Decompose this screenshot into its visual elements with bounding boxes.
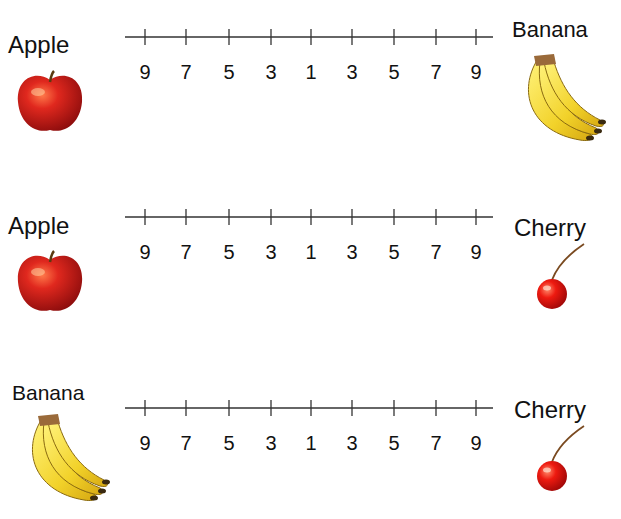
scale-number: 1 <box>305 61 316 83</box>
scale-number: 5 <box>223 61 234 83</box>
scale-number: 7 <box>430 61 441 83</box>
rating-scale <box>125 209 493 225</box>
fruit-label: Banana <box>12 381 84 404</box>
scale-number: 5 <box>388 241 399 263</box>
scale-number: 9 <box>470 61 481 83</box>
apple-picture <box>18 251 82 311</box>
scale-number: 3 <box>346 61 357 83</box>
scale-number: 3 <box>346 432 357 454</box>
scale-number: 7 <box>180 241 191 263</box>
fruit-label: Banana <box>512 18 588 42</box>
scale-number: 7 <box>430 432 441 454</box>
scale-number: 9 <box>139 241 150 263</box>
scale-number: 5 <box>388 432 399 454</box>
scale-number: 7 <box>180 61 191 83</box>
scale-number: 3 <box>346 241 357 263</box>
scale-number: 1 <box>305 241 316 263</box>
scale-number: 7 <box>430 241 441 263</box>
banana-picture <box>32 414 110 501</box>
fruit-label: Apple <box>8 32 69 58</box>
scale-number: 1 <box>305 432 316 454</box>
rating-scale <box>125 29 493 45</box>
scale-number: 3 <box>265 61 276 83</box>
scale-number: 9 <box>470 241 481 263</box>
fruit-label: Apple <box>8 213 69 239</box>
fruit-label: Cherry <box>514 397 586 423</box>
cherry-picture <box>537 426 584 491</box>
scale-number: 3 <box>265 432 276 454</box>
apple-picture <box>18 71 82 131</box>
banana-picture <box>528 54 606 141</box>
scale-number: 9 <box>139 432 150 454</box>
scale-number: 9 <box>139 61 150 83</box>
scale-number: 3 <box>265 241 276 263</box>
scale-number: 5 <box>223 432 234 454</box>
scale-number: 9 <box>470 432 481 454</box>
rating-scale <box>125 400 493 416</box>
fruit-label: Cherry <box>514 215 586 241</box>
scale-number: 7 <box>180 432 191 454</box>
scale-number: 5 <box>223 241 234 263</box>
cherry-picture <box>537 244 584 309</box>
scale-number: 5 <box>388 61 399 83</box>
